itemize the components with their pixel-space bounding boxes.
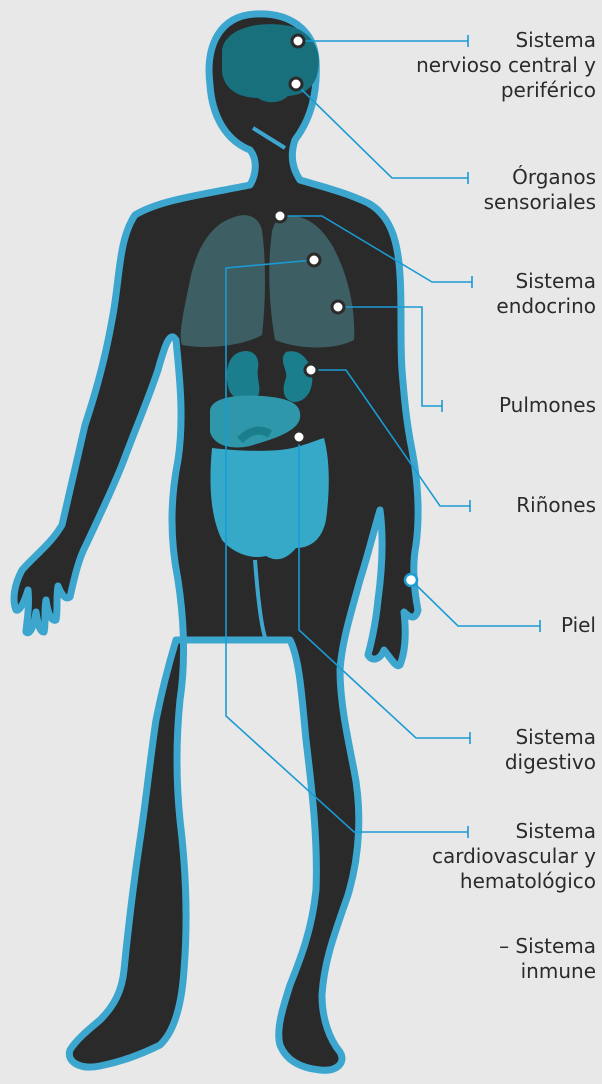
marker-nervous <box>292 35 304 47</box>
label-line: endocrino <box>496 294 596 319</box>
label-line: – Sistema <box>499 934 596 959</box>
label-nervous-system: Sistema nervioso central y periférico <box>416 28 596 103</box>
label-line: Sistema <box>505 725 596 750</box>
marker-skin <box>405 574 417 586</box>
label-line: digestivo <box>505 750 596 775</box>
label-line: Sistema <box>416 28 596 53</box>
label-digestive-system: Sistema digestivo <box>505 725 596 775</box>
left-kidney-shape <box>227 351 260 401</box>
label-lungs: Pulmones <box>499 393 596 418</box>
label-line: Sistema <box>496 269 596 294</box>
marker-endocrine <box>274 210 286 222</box>
label-skin: Piel <box>561 613 596 638</box>
label-line: nervioso central y <box>416 53 596 78</box>
label-line: sensoriales <box>484 190 596 215</box>
label-sensory-organs: Órganos sensoriales <box>484 165 596 215</box>
label-line: cardiovascular y <box>432 844 596 869</box>
label-line: hematológico <box>432 869 596 894</box>
marker-sensory <box>290 78 302 90</box>
body-silhouette <box>14 14 418 1070</box>
label-kidneys: Riñones <box>516 493 596 518</box>
label-line: periférico <box>416 78 596 103</box>
leader-line-skin <box>411 580 540 632</box>
label-endocrine-system: Sistema endocrino <box>496 269 596 319</box>
intestine-shape <box>210 438 328 559</box>
label-line: Pulmones <box>499 393 596 418</box>
marker-kidneys <box>305 364 317 376</box>
marker-lungs <box>332 301 344 313</box>
label-line: Sistema <box>432 819 596 844</box>
marker-digestive <box>293 431 305 443</box>
label-line: Órganos <box>484 165 596 190</box>
label-cardiovascular-system: Sistema cardiovascular y hematológico <box>432 819 596 894</box>
label-line: Piel <box>561 613 596 638</box>
marker-cardiovascular <box>308 254 320 266</box>
brain-shape <box>222 24 319 102</box>
label-immune-system: – Sistema inmune <box>499 934 596 984</box>
label-line: inmune <box>499 959 596 984</box>
label-line: Riñones <box>516 493 596 518</box>
